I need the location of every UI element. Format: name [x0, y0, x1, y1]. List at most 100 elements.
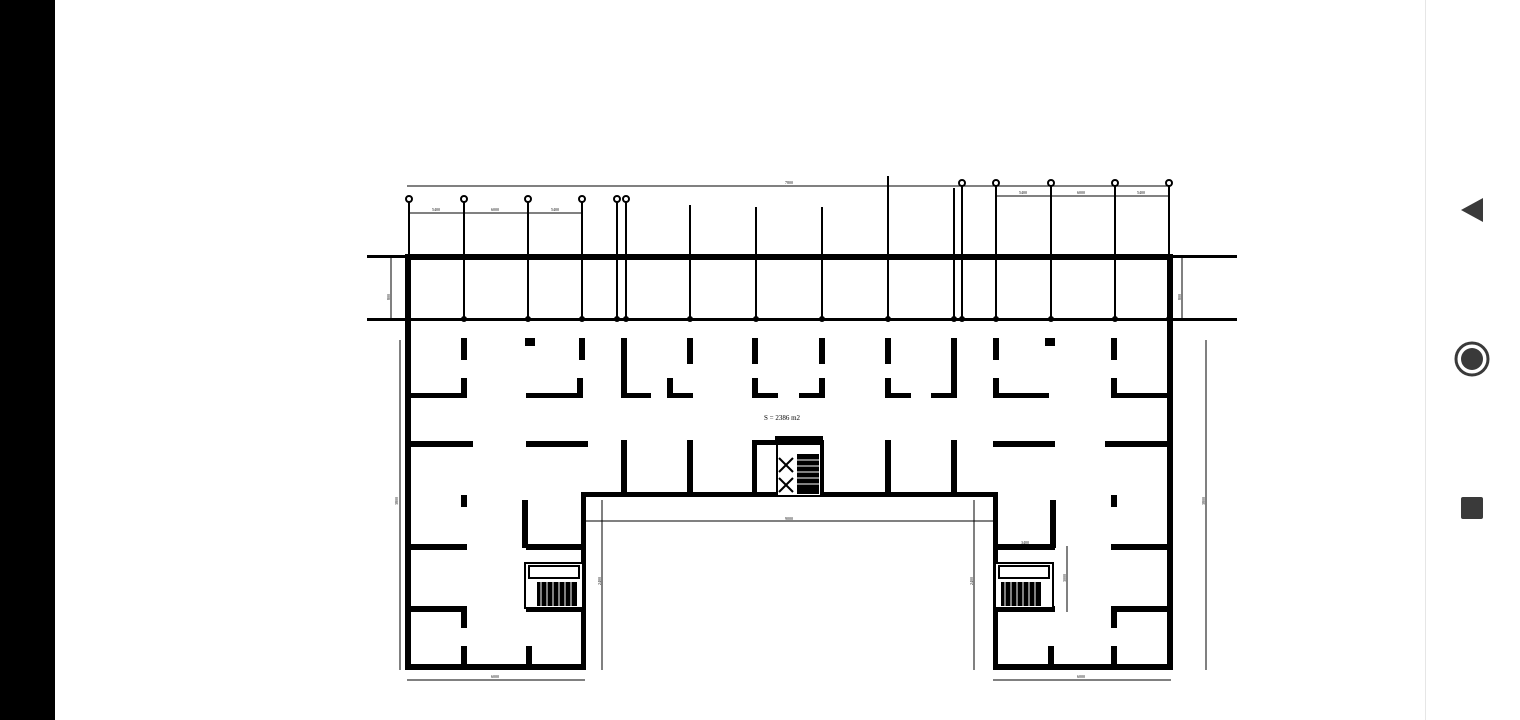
- partition: [526, 441, 588, 447]
- recents-button[interactable]: [1446, 482, 1498, 534]
- partition: [667, 393, 693, 398]
- dim-label: 3400: [1021, 540, 1029, 545]
- dim-label: 3800: [1201, 497, 1206, 505]
- partition: [1111, 606, 1117, 628]
- partition: [411, 393, 467, 398]
- axis-marker: [524, 195, 532, 203]
- grid-node: [579, 316, 585, 322]
- axis-marker: [578, 195, 586, 203]
- partition: [1048, 646, 1054, 666]
- drawing-viewer[interactable]: S = 2386 m2 7800 5400 6000 5400 5400 600…: [55, 0, 1424, 720]
- stair-center: [776, 443, 822, 497]
- dim-label: 2400: [597, 577, 602, 585]
- wall-right: [1167, 254, 1173, 670]
- partition: [1050, 500, 1056, 548]
- recents-square-icon: [1461, 497, 1483, 519]
- wall-bottom-right: [993, 664, 1173, 670]
- grid-node: [753, 316, 759, 322]
- partition: [667, 378, 673, 398]
- axis-marker: [405, 195, 413, 203]
- partition: [1111, 606, 1167, 612]
- partition: [621, 393, 651, 398]
- dim-label: 800: [1177, 294, 1182, 300]
- partition: [885, 378, 891, 398]
- axis-marker: [613, 195, 621, 203]
- axis-marker: [1047, 179, 1055, 187]
- grid-node: [959, 316, 965, 322]
- grid-node: [525, 316, 531, 322]
- grid-node: [1048, 316, 1054, 322]
- partition: [931, 393, 957, 398]
- wall-left: [405, 254, 411, 670]
- partition: [819, 338, 825, 364]
- partition: [885, 338, 891, 364]
- partition: [1111, 378, 1117, 398]
- partition: [1111, 495, 1117, 507]
- partition: [411, 544, 467, 550]
- partition: [993, 441, 1055, 447]
- back-triangle-icon: [1461, 198, 1483, 222]
- axis-marker: [1111, 179, 1119, 187]
- home-button[interactable]: [1446, 333, 1498, 385]
- partition: [752, 393, 778, 398]
- partition: [1111, 393, 1167, 398]
- partition: [411, 606, 467, 612]
- wall-bottom-left: [405, 664, 585, 670]
- partition: [799, 393, 825, 398]
- partition: [993, 393, 1049, 398]
- axis-marker: [958, 179, 966, 187]
- grid-node: [687, 316, 693, 322]
- dim-label: 2400: [969, 577, 974, 585]
- floor-plan: S = 2386 m2 7800 5400 6000 5400 5400 600…: [367, 176, 1237, 681]
- dim-label: 6000: [491, 674, 499, 679]
- axis-marker: [622, 195, 630, 203]
- grid-node: [885, 316, 891, 322]
- partition: [951, 440, 957, 496]
- partition: [621, 440, 627, 496]
- grid-node: [1112, 316, 1118, 322]
- partition: [526, 646, 532, 666]
- partition: [819, 378, 825, 398]
- dim-label: 5400: [1019, 190, 1027, 195]
- partition: [579, 338, 585, 360]
- partition: [687, 338, 693, 364]
- partition: [993, 378, 999, 398]
- stair-left: [524, 562, 584, 609]
- dim-label: 5400: [551, 207, 559, 212]
- partition: [1111, 646, 1117, 666]
- axis-marker: [992, 179, 1000, 187]
- grid-node: [614, 316, 620, 322]
- dim-label: 800: [386, 294, 391, 300]
- dim-label: 6000: [491, 207, 499, 212]
- partition: [1105, 441, 1167, 447]
- partition: [1045, 338, 1055, 346]
- partition: [525, 338, 535, 346]
- dim-label: 6000: [1077, 190, 1085, 195]
- partition: [752, 440, 757, 496]
- partition: [411, 441, 473, 447]
- partition: [951, 338, 957, 398]
- grid-line-h2: [367, 318, 1237, 321]
- dim-label: 5400: [1137, 190, 1145, 195]
- back-button[interactable]: [1446, 184, 1498, 236]
- dim-label: 6000: [1077, 674, 1085, 679]
- wall-top: [405, 254, 1173, 260]
- partition: [461, 495, 467, 507]
- grid-node: [623, 316, 629, 322]
- axis-marker: [1165, 179, 1173, 187]
- grid-node: [461, 316, 467, 322]
- partition: [752, 378, 758, 398]
- partition: [461, 338, 467, 360]
- partition: [1111, 544, 1167, 550]
- partition: [522, 500, 528, 548]
- partition: [1111, 338, 1117, 360]
- partition: [775, 436, 823, 442]
- dim-label: 7800: [785, 180, 793, 185]
- partition: [993, 544, 1055, 550]
- partition: [752, 440, 824, 445]
- partition: [752, 338, 758, 364]
- partition: [461, 606, 467, 628]
- grid-node: [819, 316, 825, 322]
- home-circle-icon: [1454, 341, 1490, 377]
- grid-node: [1166, 316, 1172, 322]
